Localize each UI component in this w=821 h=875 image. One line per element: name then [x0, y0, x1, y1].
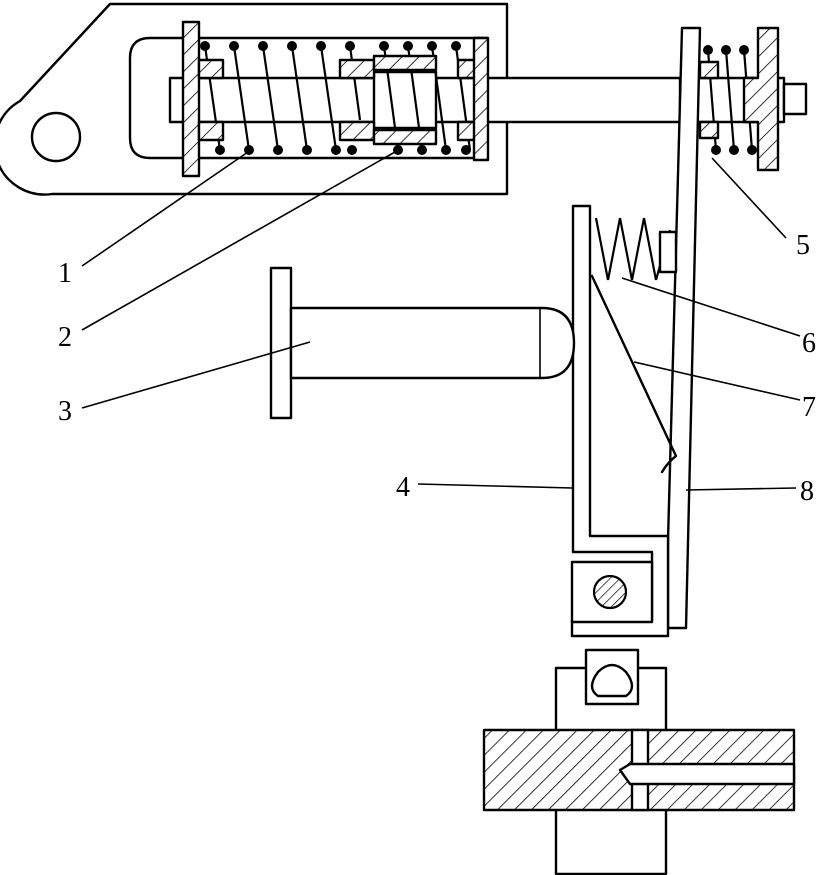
pivot-block: [570, 560, 654, 624]
ball-contact: [590, 663, 634, 698]
sleeve: [372, 70, 438, 130]
label-part-7: 7: [802, 392, 816, 423]
leader-lines: [81, 147, 801, 491]
lever-8: [666, 26, 702, 630]
spring-seats: [181, 20, 490, 178]
part-labels: 1 2 3 4 5 6 7 8: [58, 230, 816, 507]
label-part-6: 6: [802, 328, 816, 359]
label-part-1: 1: [58, 258, 72, 289]
label-part-5: 5: [796, 230, 810, 261]
housing-bracket: [0, 2, 509, 196]
spring-5: [698, 26, 780, 172]
mounting-hole: [30, 111, 82, 163]
label-part-2: 2: [58, 322, 72, 353]
label-part-8: 8: [800, 476, 814, 507]
pivot-pin: [592, 574, 628, 610]
label-part-4: 4: [396, 472, 410, 503]
label-part-3: 3: [58, 396, 72, 427]
leaf-spring-7: [590, 274, 678, 474]
spring-6: [594, 217, 678, 281]
base-plate: [482, 728, 796, 812]
lever-4: [570, 204, 670, 638]
push-button-3: [269, 266, 576, 420]
